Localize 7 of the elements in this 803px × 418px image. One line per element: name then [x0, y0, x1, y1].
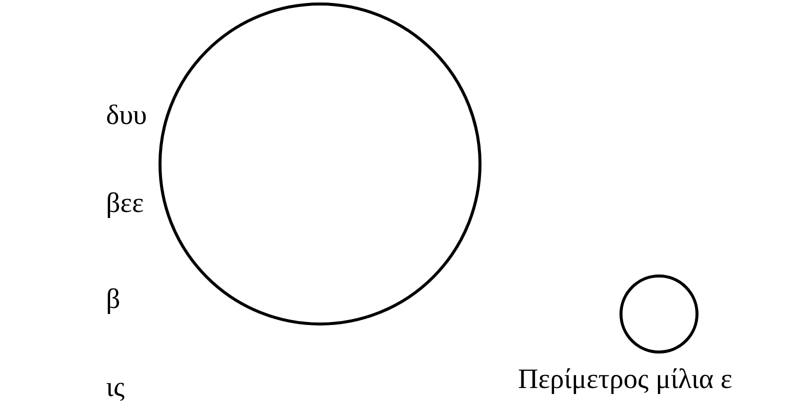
text-label: δυυ: [106, 100, 147, 132]
text-label: ις: [106, 372, 125, 404]
large-circle: [158, 2, 482, 326]
small-circle: [620, 274, 698, 354]
text-label: β: [106, 284, 120, 316]
text-label: βεε: [106, 188, 144, 220]
text-label: Περίμετρος μίλια ε: [518, 364, 732, 396]
